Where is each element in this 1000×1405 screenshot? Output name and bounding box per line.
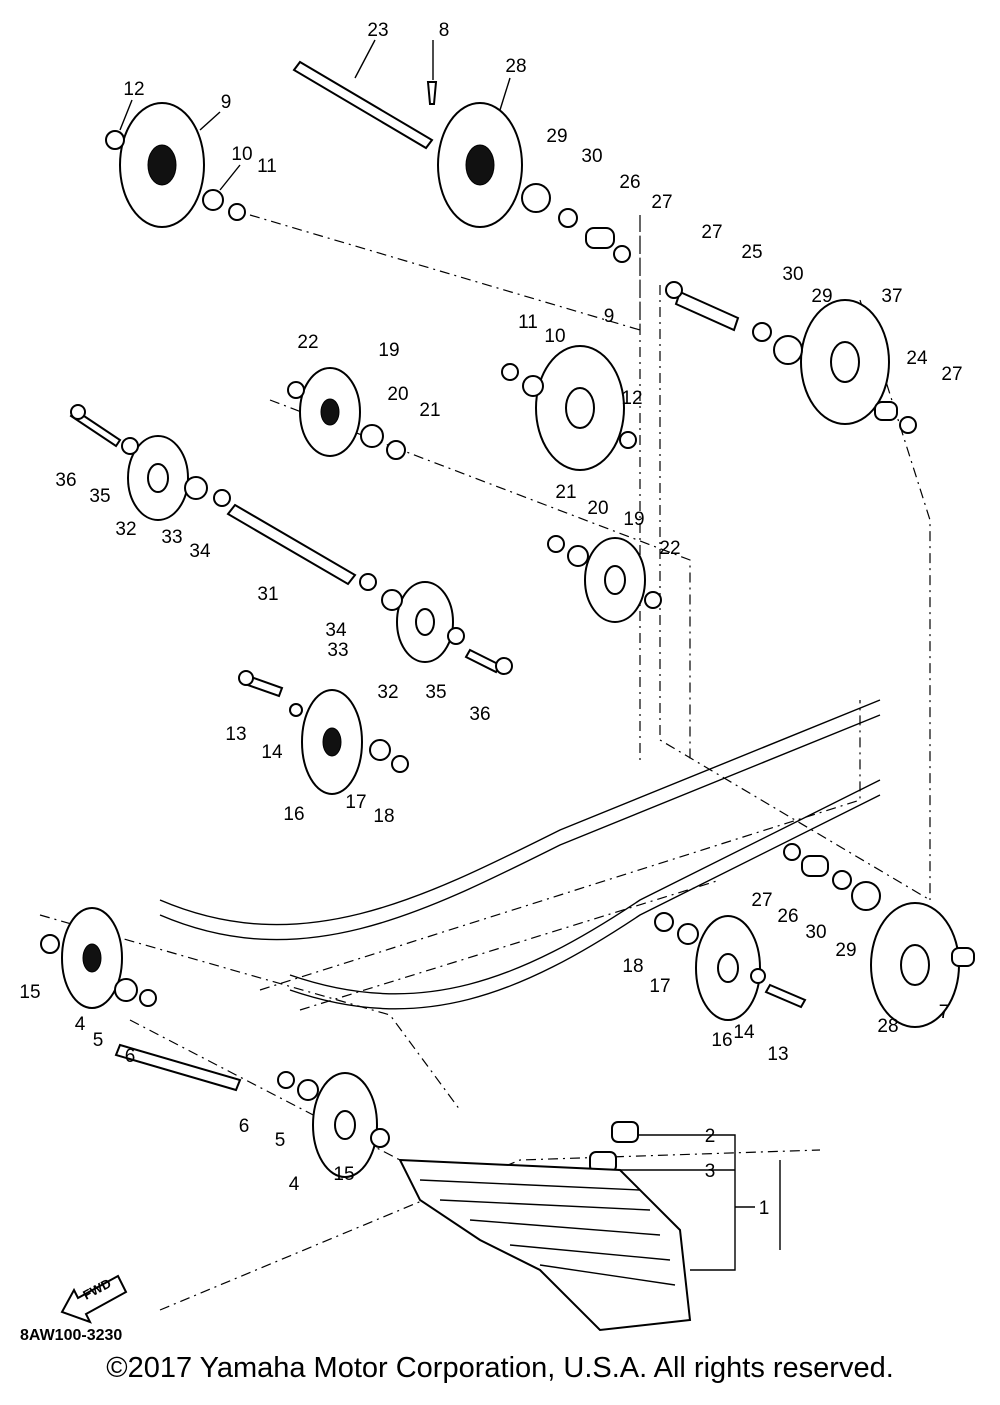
- callout: 30: [581, 146, 602, 167]
- callout: 7: [939, 1002, 950, 1023]
- callout: 14: [733, 1022, 755, 1043]
- callout: 27: [701, 222, 722, 243]
- callout: 16: [711, 1030, 732, 1051]
- callout: 11: [518, 312, 538, 333]
- callout: 20: [587, 498, 608, 519]
- callout: 22: [297, 332, 318, 353]
- shafts: [114, 60, 740, 1092]
- copyright-notice: ©2017 Yamaha Motor Corporation, U.S.A. A…: [106, 1352, 894, 1384]
- callout: 3: [705, 1161, 716, 1182]
- callout: 33: [327, 640, 348, 661]
- callout: 29: [835, 940, 856, 961]
- callout: 9: [604, 306, 615, 327]
- callout: 6: [125, 1046, 136, 1067]
- callout: 4: [75, 1014, 86, 1035]
- callout: 10: [231, 144, 252, 165]
- callout: 23: [367, 20, 388, 41]
- callout: 27: [651, 192, 672, 213]
- callout: 30: [782, 264, 803, 285]
- callout: 28: [505, 56, 526, 77]
- callout: 29: [811, 286, 832, 307]
- callout: 32: [115, 519, 136, 540]
- callout: 21: [419, 400, 440, 421]
- callout: 34: [189, 541, 211, 562]
- callout: 24: [906, 348, 928, 369]
- callout: 36: [55, 470, 76, 491]
- callout: 27: [751, 890, 772, 911]
- callout: 16: [283, 804, 304, 825]
- callout: 19: [623, 509, 644, 530]
- callout: 19: [378, 340, 399, 361]
- exploded-parts-diagram: 23 8 28 12 9 10 11 29 30 26 27 27 25 30 …: [19, 20, 975, 1340]
- callout: 36: [469, 704, 490, 725]
- callout: 14: [261, 742, 283, 763]
- callout: 32: [377, 682, 398, 703]
- callout: 31: [257, 584, 278, 605]
- callout-labels: 23 8 28 12 9 10 11 29 30 26 27 27 25 30 …: [19, 20, 962, 1219]
- callout: 35: [89, 486, 110, 507]
- callout: 33: [161, 527, 182, 548]
- callout: 15: [19, 982, 40, 1003]
- callout: 13: [225, 724, 246, 745]
- slide-rail: [159, 699, 881, 1010]
- callout: 12: [123, 79, 144, 100]
- callout: 11: [257, 156, 277, 177]
- diagram-code: 8AW100-3230: [20, 1327, 122, 1340]
- leader-lines: [119, 39, 781, 1271]
- callout: 5: [93, 1030, 104, 1051]
- callout: 25: [741, 242, 762, 263]
- small-parts: [40, 81, 975, 1173]
- callout: 17: [649, 976, 670, 997]
- callout: 34: [325, 620, 347, 641]
- callout: 27: [941, 364, 962, 385]
- callout: 22: [659, 538, 680, 559]
- callout: 6: [239, 1116, 250, 1137]
- callout: 30: [805, 922, 826, 943]
- callout: 8: [439, 20, 450, 41]
- callout: 12: [621, 388, 642, 409]
- fwd-arrow-icon: FWD: [60, 1274, 128, 1324]
- callout: 35: [425, 682, 446, 703]
- callout: 9: [221, 92, 232, 113]
- callout: 15: [333, 1164, 354, 1185]
- callout: 26: [777, 906, 798, 927]
- callout: 26: [619, 172, 640, 193]
- callout: 18: [622, 956, 643, 977]
- callout: 2: [705, 1126, 716, 1147]
- callout: 20: [387, 384, 408, 405]
- callout: 18: [373, 806, 394, 827]
- callout: 1: [759, 1198, 770, 1219]
- frame-outline: [39, 214, 931, 1311]
- wheels: [61, 102, 960, 1178]
- callout: 29: [546, 126, 567, 147]
- callout: 10: [544, 326, 565, 347]
- callout: 5: [275, 1130, 286, 1151]
- callout: 13: [767, 1044, 788, 1065]
- callout: 37: [881, 286, 902, 307]
- callout: 28: [877, 1016, 898, 1037]
- callout: 21: [555, 482, 576, 503]
- callout: 17: [345, 792, 366, 813]
- callout: 4: [289, 1174, 300, 1195]
- track: [398, 1158, 692, 1332]
